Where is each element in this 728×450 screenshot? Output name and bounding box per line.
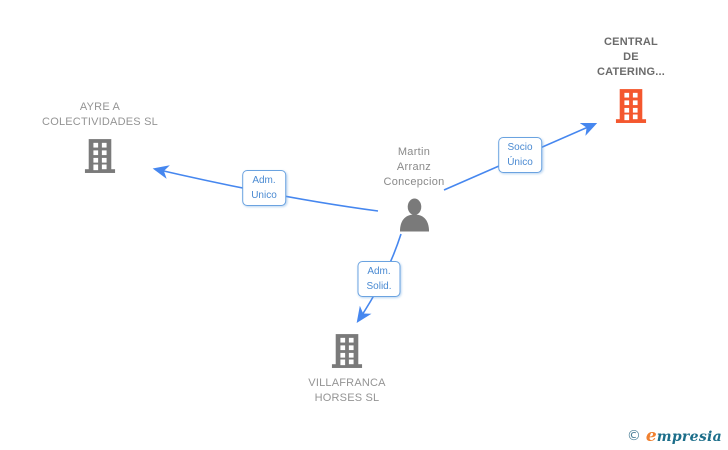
node-ayre-colectividades[interactable]: AYRE A COLECTIVIDADES SL <box>20 100 180 175</box>
node-person-martin-arranz[interactable]: Martin Arranz Concepcion <box>344 145 484 232</box>
edge-label-socio-unico: Socio Único <box>498 137 542 173</box>
empresia-logo[interactable]: © empresia <box>627 426 722 446</box>
brand-rest: mpresia <box>656 429 722 445</box>
company-name: AYRE A COLECTIVIDADES SL <box>42 101 158 128</box>
brand-initial: e <box>645 426 657 446</box>
building-icon <box>615 89 647 123</box>
edge-label-adm-solid: Adm. Solid. <box>357 261 401 297</box>
person-icon <box>399 198 429 232</box>
person-name: Martin Arranz Concepcion <box>383 146 445 188</box>
edge-label-adm-unico: Adm. Unico <box>242 170 286 206</box>
building-icon <box>84 139 116 173</box>
node-villafranca-horses[interactable]: VILLAFRANCA HORSES SL <box>267 333 427 406</box>
company-name: VILLAFRANCA HORSES SL <box>308 377 386 404</box>
company-name: CENTRAL DE CATERING... <box>597 36 665 78</box>
building-icon <box>331 334 363 368</box>
node-central-de-catering[interactable]: CENTRAL DE CATERING... <box>551 35 711 125</box>
copyright-icon: © <box>626 428 641 444</box>
brand-wordmark: empresia <box>646 426 722 446</box>
